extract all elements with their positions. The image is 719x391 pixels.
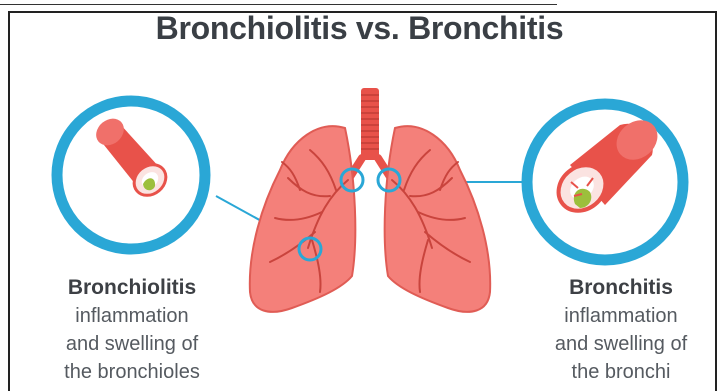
left-lung: [250, 126, 356, 312]
bronchiolitis-line-3: the bronchioles: [32, 358, 232, 386]
bronchitis-line-3: the bronchi: [521, 358, 719, 386]
trachea: [348, 88, 392, 180]
bronchitis-heading: Bronchitis: [521, 274, 719, 302]
bronchiole-magnifier: [57, 101, 205, 249]
bronchiolitis-line-2: and swelling of: [32, 330, 232, 358]
bronchitis-line-2: and swelling of: [521, 330, 719, 358]
right-lung: [385, 126, 491, 312]
bronchitis-line-1: inflammation: [521, 302, 719, 330]
bronchiolitis-heading: Bronchiolitis: [32, 274, 232, 302]
bronchiolitis-line-1: inflammation: [32, 302, 232, 330]
bronchitis-caption: Bronchitis inflammation and swelling of …: [521, 274, 719, 386]
bronchiolitis-caption: Bronchiolitis inflammation and swelling …: [32, 274, 232, 386]
bronchus-magnifier: [527, 104, 683, 260]
